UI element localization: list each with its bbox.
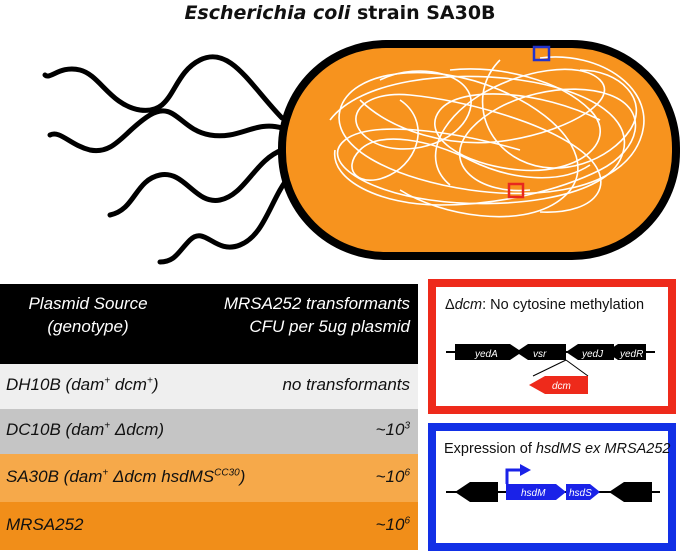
dcm-locus-marker (507, 182, 525, 199)
header-left-line1: Plasmid Source (28, 294, 148, 313)
header-plasmid-source: Plasmid Source (genotype) (8, 292, 168, 338)
gene-label-yedA: yedA (474, 349, 498, 360)
table-row: DH10B (dam+ dcm+) no transformants (0, 364, 418, 409)
table-row: SA30B (dam+ Δdcm hsdMSCC30) ~106 (0, 454, 418, 502)
header-left-line2: (genotype) (47, 317, 129, 336)
hsd-locus-marker (532, 45, 551, 62)
row-genotype: MRSA252 (6, 515, 84, 534)
row-value: ~106 (375, 467, 410, 486)
title-species: Escherichia coli (184, 2, 351, 24)
flank-arrow-left (455, 482, 498, 502)
table-row: MRSA252 ~106 (0, 502, 418, 550)
title-strain: strain SA30B (350, 2, 496, 24)
bacterium-illustration (42, 40, 680, 265)
hsd-panel-title: Expression of hsdMS ex MRSA252 (444, 441, 671, 457)
row-value: no transformants (282, 375, 410, 394)
chromosome (329, 56, 645, 218)
gene-label-yedR: yedR (619, 349, 643, 360)
row-genotype: DC10B (dam+ Δdcm) (6, 420, 165, 439)
table-header: Plasmid Source (genotype) MRSA252 transf… (0, 284, 418, 364)
row-value: ~103 (375, 420, 410, 439)
dcm-panel-title: Δdcm: No cytosine methylation (445, 297, 645, 313)
gene-arrow-yedR (606, 344, 646, 360)
gene-arrow-hsdS (566, 484, 600, 500)
flank-arrow-right (609, 482, 652, 502)
header-transformants: MRSA252 transformants CFU per 5ug plasmi… (224, 292, 410, 338)
row-value: ~106 (375, 515, 410, 534)
gene-label-hsdS: hsdS (569, 488, 592, 499)
flagellum-4 (157, 172, 293, 265)
flagellum-1 (42, 54, 285, 121)
gene-label-dcm: dcm (552, 381, 571, 392)
deleted-gene-arrow-dcm (529, 376, 588, 394)
figure-title: Escherichia coli strain SA30B (0, 2, 680, 24)
promoter-icon (505, 468, 522, 484)
row-genotype: DH10B (dam+ dcm+) (6, 375, 159, 394)
gene-label-hsdM: hsdM (521, 488, 546, 499)
flagellum-2 (47, 108, 285, 154)
gene-arrow-hsdM (506, 484, 566, 500)
row-genotype: SA30B (dam+ Δdcm hsdMSCC30) (6, 467, 246, 486)
gene-arrow-vsr (516, 344, 566, 360)
gene-arrow-yedJ (566, 344, 614, 360)
header-right-line2: CFU per 5ug plasmid (249, 317, 410, 336)
transformation-table: Plasmid Source (genotype) MRSA252 transf… (0, 284, 418, 550)
table-row: DC10B (dam+ Δdcm) ~103 (0, 409, 418, 454)
gene-arrow-yedA (455, 344, 522, 360)
header-right-line1: MRSA252 transformants (223, 294, 410, 313)
flagella (42, 54, 293, 265)
gene-label-yedJ: yedJ (581, 349, 604, 360)
gene-label-vsr: vsr (533, 349, 547, 360)
flagellum-3 (107, 147, 285, 218)
